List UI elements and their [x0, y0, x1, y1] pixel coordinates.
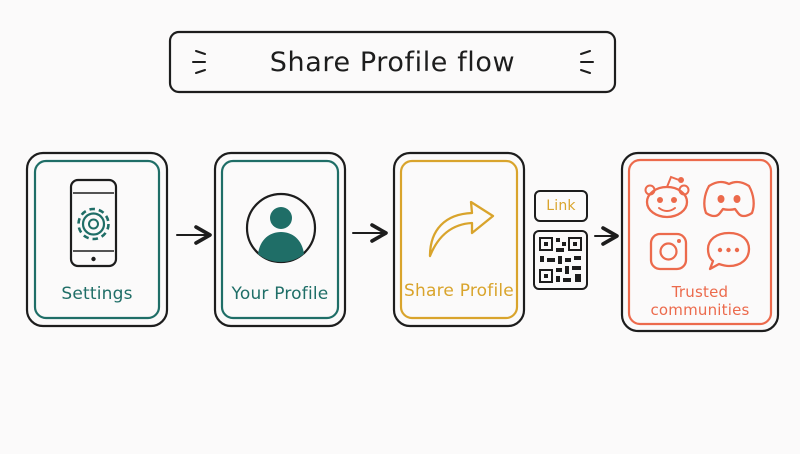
- step-your-profile-label: Your Profile: [231, 284, 329, 304]
- share-arrow-icon: [428, 200, 495, 258]
- step-settings-label: Settings: [61, 284, 133, 304]
- title-box: [168, 30, 617, 94]
- diagram-title: Share Profile flow: [269, 47, 516, 78]
- profile-avatar-icon: [245, 192, 317, 264]
- chat-bubble-icon: [706, 231, 751, 271]
- trusted-communities-label: Trusted communities: [650, 283, 750, 319]
- step-share-profile-label: Share Profile: [404, 281, 514, 301]
- discord-icon: [703, 180, 755, 218]
- settings-phone-icon: [69, 178, 118, 268]
- qr-code-icon: [533, 230, 588, 290]
- link-option-box: [534, 190, 588, 222]
- reddit-icon: [644, 175, 690, 219]
- instagram-icon: [649, 232, 688, 271]
- link-option-label: Link: [546, 198, 576, 214]
- step-share-profile-card: [392, 151, 526, 328]
